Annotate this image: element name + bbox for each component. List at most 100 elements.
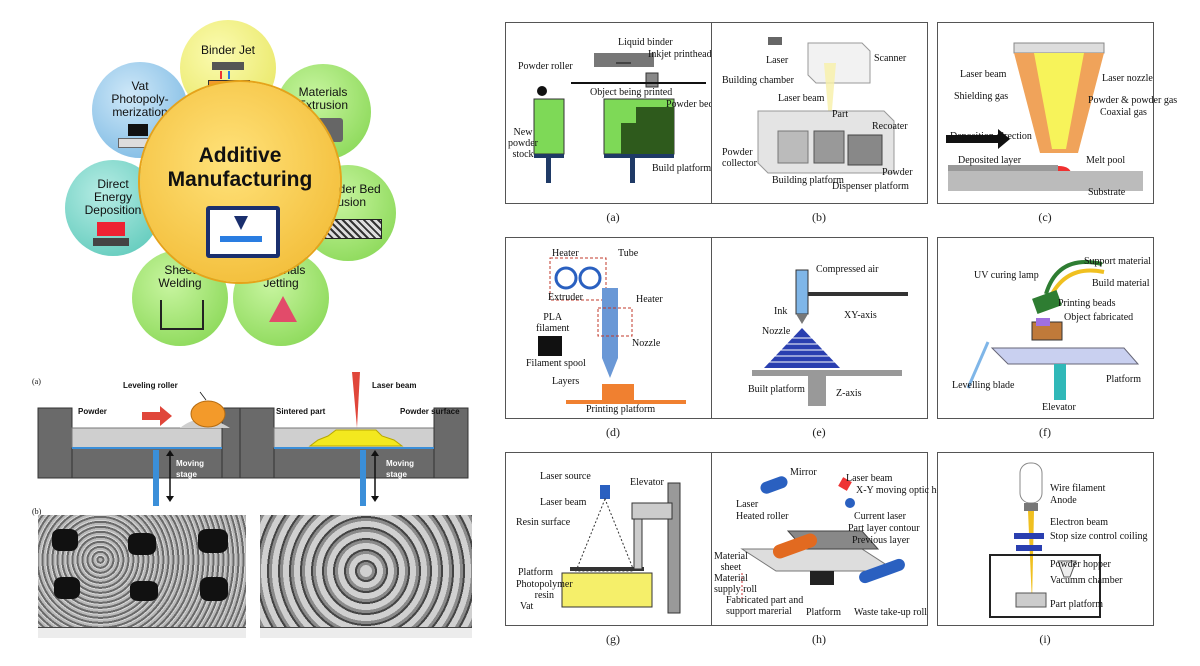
h-laser: Laser	[736, 499, 759, 510]
f-object-fabricated: Object fabricated	[1064, 312, 1134, 323]
c-deposition-direction: Deposition direction	[950, 131, 1032, 142]
g-laser-beam: Laser beam	[540, 497, 587, 508]
caption-h: (h)	[812, 632, 826, 646]
ded-icon	[97, 222, 125, 236]
f-levelling-blade: Levelling blade	[952, 380, 1015, 391]
e-nozzle: Nozzle	[762, 326, 791, 337]
e-ink: Ink	[774, 306, 788, 317]
h-waste-roll: Waste take-up roll	[854, 607, 928, 618]
sls-sintered-part: Sintered part	[276, 407, 326, 416]
sls-label-a: (a)	[32, 377, 41, 386]
h-previous-layer: Previous layer	[852, 535, 910, 546]
d-layers: Layers	[552, 376, 580, 387]
b-powder: Powder	[882, 167, 913, 178]
sem-label-b: (b)	[32, 507, 42, 516]
e-z-axis: Z-axis	[836, 388, 862, 399]
g-elevator: Elevator	[630, 477, 664, 488]
g-vat: Vat	[520, 601, 534, 612]
h-xy-head: X-Y moving optic head	[856, 485, 951, 496]
b-laser: Laser	[766, 55, 789, 66]
f-uv-lamp: UV curing lamp	[974, 270, 1039, 281]
d-extruder: Extruder	[548, 292, 583, 303]
sls-laser-beam: Laser beam	[372, 381, 417, 390]
b-recoater: Recoater	[872, 121, 908, 132]
h-laser-beam: Laser beam	[846, 473, 893, 484]
b-part: Part	[832, 109, 849, 120]
sem-image-left	[38, 515, 246, 627]
panel-h-drawing	[740, 476, 905, 603]
d-tube: Tube	[618, 248, 639, 259]
e-compressed-air: Compressed air	[816, 264, 879, 275]
f-printing-beads: Printing beads	[1058, 298, 1116, 309]
c-substrate: Substrate	[1088, 187, 1126, 198]
f-elevator: Elevator	[1042, 402, 1076, 413]
caption-f: (f)	[1039, 425, 1051, 439]
f-platform: Platform	[1106, 374, 1141, 385]
c-powder-gas: Powder & powder gas	[1088, 95, 1178, 106]
e-xy-axis: XY-axis	[844, 310, 877, 321]
i-vacuum-chamber: Vacumm chamber	[1050, 575, 1123, 586]
c-deposited-layer: Deposited layer	[958, 155, 1022, 166]
sls-schematic: (a) Leveling roller Laser beam Powder Si…	[30, 370, 485, 510]
caption-c: (c)	[1038, 210, 1052, 224]
g-platform: Platform	[518, 567, 553, 578]
sls-powder: Powder	[78, 407, 107, 416]
i-wire-filament: Wire filament	[1050, 483, 1106, 494]
am-title-line2: Manufacturing	[167, 168, 313, 191]
a-liquid-binder: Liquid binder	[618, 37, 673, 48]
d-filament-spool: Filament spool	[526, 358, 586, 369]
caption-d: (d)	[606, 425, 620, 439]
sls-powder-surface: Powder surface	[400, 407, 460, 416]
a-object-being-printed: Object being printed	[590, 87, 673, 98]
i-stop-size: Stop size control coiling	[1050, 531, 1148, 542]
panel-f-drawing	[966, 260, 1140, 400]
sem-image-right	[260, 515, 472, 627]
panel-c-drawing	[946, 42, 1143, 191]
panel-i-drawing	[989, 462, 1101, 618]
h-mirror: Mirror	[790, 467, 817, 478]
sls-leveling-roller: Leveling roller	[123, 381, 178, 390]
sem-databar-left	[38, 627, 246, 638]
b-building-platform: Building platform	[772, 175, 844, 186]
d-nozzle: Nozzle	[632, 338, 661, 349]
h-part-layer: Part layer contour	[848, 523, 920, 534]
caption-a: (a)	[606, 210, 620, 224]
b-laser-beam: Laser beam	[778, 93, 825, 104]
i-part-platform: Part platform	[1050, 599, 1104, 610]
panel-b-drawing	[757, 37, 895, 174]
am-title-line1: Additive	[198, 144, 282, 167]
h-current-laser: Current laser	[854, 511, 906, 522]
c-shielding-gas: Shielding gas	[954, 91, 1009, 102]
g-laser-source: Laser source	[540, 471, 591, 482]
c-laser-beam: Laser beam	[960, 69, 1007, 80]
caption-b: (b)	[812, 210, 826, 224]
sem-databar-right	[260, 627, 472, 638]
i-powder-hopper: Powder hopper	[1050, 559, 1111, 570]
i-anode: Anode	[1050, 495, 1077, 506]
c-coaxial-gas: Coaxial gas	[1100, 107, 1147, 118]
panel-i-electron-beam: Wire filament Anode Electron beam Stop s…	[937, 452, 1154, 626]
panel-c-directed-energy: Laser beam Laser nozzle Shielding gas Po…	[937, 22, 1177, 204]
jetting-icon	[269, 296, 297, 322]
panel-e-direct-ink-writing: Compressed air Ink XY-axis Nozzle Built …	[711, 237, 928, 419]
a-inkjet-printhead: Inkjet printhead	[648, 49, 712, 60]
h-heated-roller: Heated roller	[736, 511, 789, 522]
panel-b-powder-bed-fusion: Laser Scanner Building chamber Laser bea…	[711, 22, 928, 204]
sls-drawing	[37, 372, 469, 506]
f-build-material: Build material	[1092, 278, 1150, 289]
am-center-circle: Additive Manufacturing	[140, 82, 340, 282]
h-platform: Platform	[806, 607, 841, 618]
vat-icon	[128, 124, 148, 136]
a-powder-roller: Powder roller	[518, 61, 573, 72]
panel-f-material-jetting: Support material UV curing lamp Build ma…	[937, 237, 1154, 419]
panel-h-sheet-lamination: Mirror Laser beam X-Y moving optic head …	[711, 452, 950, 626]
